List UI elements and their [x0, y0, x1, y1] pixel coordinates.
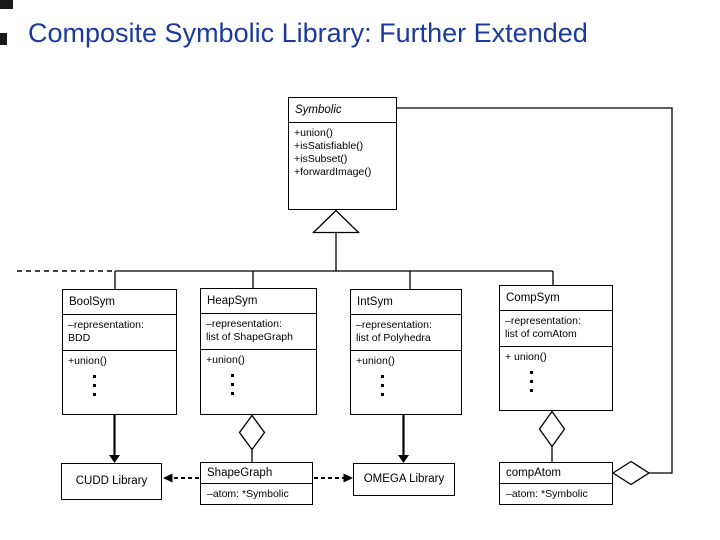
aggregation-diamond-icon [238, 414, 266, 451]
method: +forwardImage() [294, 166, 372, 178]
aggregation-diamond-icon [538, 410, 566, 448]
attribute: –atom: *Symbolic [506, 488, 588, 500]
heapsym-shapegraph-aggregation [238, 414, 266, 462]
attribute-value: BDD [68, 332, 91, 344]
dashed-arrowhead-icon [343, 473, 353, 483]
class-omega-library: OMEGA Library [353, 463, 455, 496]
class-name: CUDD Library [75, 475, 148, 487]
method: +union() [294, 127, 333, 139]
class-name: Symbolic [289, 98, 396, 123]
dashed-arrowhead-icon [163, 473, 173, 483]
hierarchy-bar [114, 270, 554, 290]
class-symbolic: Symbolic +union() +isSatisfiable() +isSu… [288, 97, 397, 210]
method: +isSubset() [294, 153, 348, 165]
attribute-value: list of comAtom [505, 328, 577, 340]
class-cudd-library: CUDD Library [61, 463, 162, 500]
class-boolsym: BoolSym –representation: BDD +union() [62, 289, 177, 415]
method: +union() [356, 355, 395, 367]
attribute-label: –representation: [356, 319, 432, 331]
class-name: ShapeGraph [201, 463, 312, 484]
scan-artifact [0, 0, 13, 9]
class-name: BoolSym [63, 290, 176, 315]
class-intsym: IntSym –representation: list of Polyhedr… [350, 289, 462, 415]
boolsym-cudd-arrow [109, 415, 120, 463]
aggregation-diamond-icon [611, 460, 651, 486]
vertical-ellipsis-icon [381, 375, 384, 396]
method: +union() [206, 354, 245, 366]
compsym-compatom-aggregation [538, 410, 566, 462]
solid-arrowhead-icon [109, 455, 120, 463]
class-name: compAtom [500, 463, 612, 484]
attribute: –atom: *Symbolic [207, 488, 289, 500]
class-name: OMEGA Library [363, 473, 445, 485]
class-name: HeapSym [201, 289, 316, 314]
shapegraph-cudd-dependency [163, 473, 199, 483]
class-compsym: CompSym –representation: list of comAtom… [499, 285, 613, 411]
method: +union() [68, 355, 107, 367]
solid-arrowhead-icon [398, 455, 409, 463]
attribute-label: –representation: [505, 315, 581, 327]
shapegraph-omega-dependency [314, 473, 353, 483]
class-name: IntSym [351, 290, 461, 315]
attribute-label: –representation: [68, 319, 144, 331]
class-name: CompSym [500, 286, 612, 311]
vertical-ellipsis-icon [530, 371, 533, 392]
class-shapegraph: ShapeGraph –atom: *Symbolic [200, 462, 313, 505]
slide-title: Composite Symbolic Library: Further Exte… [28, 18, 588, 48]
attribute-value: list of Polyhedra [356, 332, 431, 344]
vertical-ellipsis-icon [93, 375, 96, 396]
scan-artifact [0, 33, 7, 45]
vertical-ellipsis-icon [231, 374, 234, 395]
class-compatom: compAtom –atom: *Symbolic [499, 462, 613, 505]
class-heapsym: HeapSym –representation: list of ShapeGr… [200, 288, 317, 415]
inheritance-triangle-icon [311, 209, 361, 234]
intsym-omega-arrow [398, 415, 409, 463]
attribute-value: list of ShapeGraph [206, 331, 293, 343]
method: +isSatisfiable() [294, 140, 364, 152]
attribute-label: –representation: [206, 318, 282, 330]
method: + union() [505, 351, 547, 363]
